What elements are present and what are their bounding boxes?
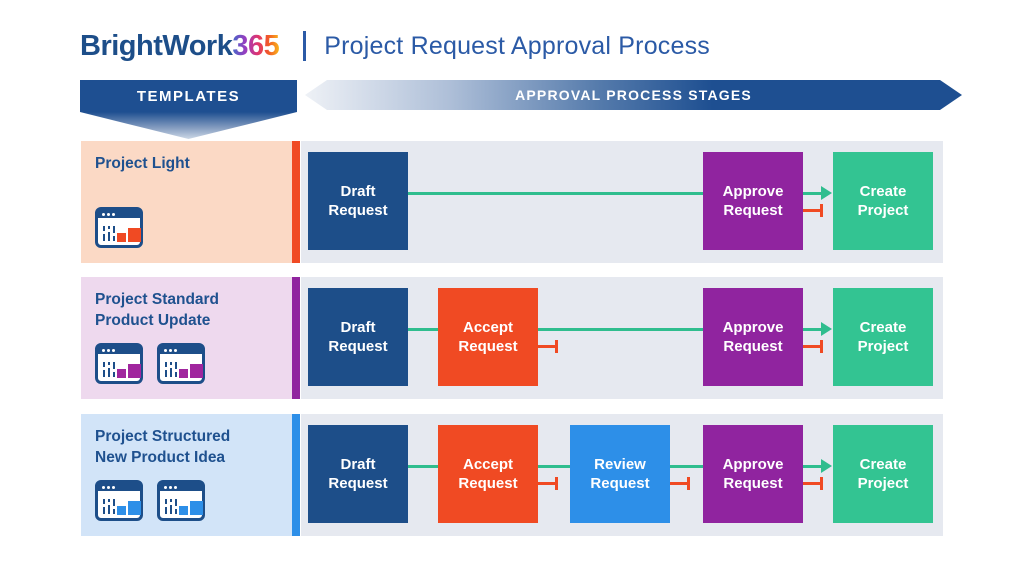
approve-forward-arrow: [803, 186, 832, 200]
approval-stages-banner: APPROVAL PROCESS STAGES: [305, 80, 962, 110]
chart-square-big-icon: [128, 364, 141, 378]
approval-stages-banner-label: APPROVAL PROCESS STAGES: [515, 87, 752, 103]
templates-banner-chevron: [80, 112, 297, 139]
chart-square-big-icon: [190, 364, 203, 378]
stage-draft-request: Draft Request: [308, 152, 408, 250]
stage-accept-request: Accept Request: [438, 288, 538, 386]
window-titlebar-icon: [160, 346, 202, 354]
reject-tbar-icon: [538, 477, 558, 490]
window-titlebar-icon: [98, 483, 140, 491]
row-accent-bar: [292, 414, 300, 536]
stage-create-project: Create Project: [833, 425, 933, 523]
approve-forward-arrow: [803, 322, 832, 336]
project-template-icon: [95, 207, 143, 248]
equalizer-icon: [103, 226, 115, 241]
equalizer-icon: [103, 499, 115, 514]
template-label: Project Standard Product Update: [95, 291, 220, 329]
stage-approve-request: Approve Request: [703, 425, 803, 523]
template-panel: Project Structured New Product Idea: [81, 414, 292, 536]
logo-brand-text: BrightWork: [80, 29, 233, 62]
chart-square-small-icon: [117, 506, 126, 515]
equalizer-icon: [165, 362, 177, 377]
stage-approve-request: Approve Request: [703, 288, 803, 386]
stage-accept-request: Accept Request: [438, 425, 538, 523]
window-dots-icon: [164, 348, 167, 352]
window-titlebar-icon: [160, 483, 202, 491]
chart-square-big-icon: [128, 501, 141, 515]
row-accent-bar: [292, 277, 300, 399]
process-panel: Draft Request Accept Request Approve Req…: [301, 277, 943, 399]
forward-connector: [538, 328, 703, 331]
window-dots-icon: [102, 348, 105, 352]
brightwork365-logo: BrightWork365: [80, 29, 280, 63]
stage-create-project: Create Project: [833, 152, 933, 250]
chart-square-small-icon: [117, 369, 126, 378]
stage-approve-request: Approve Request: [703, 152, 803, 250]
template-label: Project Structured New Product Idea: [95, 428, 231, 466]
template-panel: Project Standard Product Update: [81, 277, 292, 399]
forward-connector: [538, 465, 570, 468]
row-project-standard: Project Standard Product Update: [81, 277, 943, 399]
project-template-icon: [95, 343, 143, 384]
forward-connector: [408, 328, 438, 331]
project-template-icon: [157, 343, 205, 384]
chart-square-small-icon: [117, 233, 126, 242]
equalizer-icon: [165, 499, 177, 514]
reject-tbar-icon: [803, 204, 823, 217]
template-label: Project Light: [95, 155, 190, 172]
forward-connector: [408, 465, 438, 468]
reject-tbar-icon: [538, 340, 558, 353]
stage-draft-request: Draft Request: [308, 288, 408, 386]
stage-create-project: Create Project: [833, 288, 933, 386]
stage-review-request: Review Request: [570, 425, 670, 523]
templates-banner-label: TEMPLATES: [136, 87, 241, 105]
forward-connector: [408, 192, 703, 195]
row-project-light: Project Light Draft Request Approve Requ…: [81, 141, 943, 263]
chart-square-small-icon: [179, 369, 188, 378]
forward-connector: [670, 465, 703, 468]
header: BrightWork365 Project Request Approval P…: [80, 26, 710, 66]
window-dots-icon: [164, 485, 167, 489]
row-accent-bar: [292, 141, 300, 263]
project-template-icon: [157, 480, 205, 521]
row-project-structured: Project Structured New Product Idea: [81, 414, 943, 536]
window-titlebar-icon: [98, 346, 140, 354]
process-panel: Draft Request Approve Request Create Pro…: [301, 141, 943, 263]
templates-banner: TEMPLATES: [80, 80, 297, 112]
chart-square-big-icon: [190, 501, 203, 515]
project-template-icon: [95, 480, 143, 521]
chart-square-big-icon: [128, 228, 141, 242]
template-panel: Project Light: [81, 141, 292, 263]
window-dots-icon: [102, 485, 105, 489]
window-titlebar-icon: [98, 210, 140, 218]
reject-tbar-icon: [670, 477, 690, 490]
chart-square-small-icon: [179, 506, 188, 515]
equalizer-icon: [103, 362, 115, 377]
process-panel: Draft Request Accept Request Review Requ…: [301, 414, 943, 536]
reject-tbar-icon: [803, 477, 823, 490]
approve-forward-arrow: [803, 459, 832, 473]
header-divider: [303, 31, 307, 61]
stage-draft-request: Draft Request: [308, 425, 408, 523]
reject-tbar-icon: [803, 340, 823, 353]
window-dots-icon: [102, 212, 105, 216]
logo-suffix-text: 365: [232, 29, 280, 62]
page-title: Project Request Approval Process: [324, 31, 711, 60]
